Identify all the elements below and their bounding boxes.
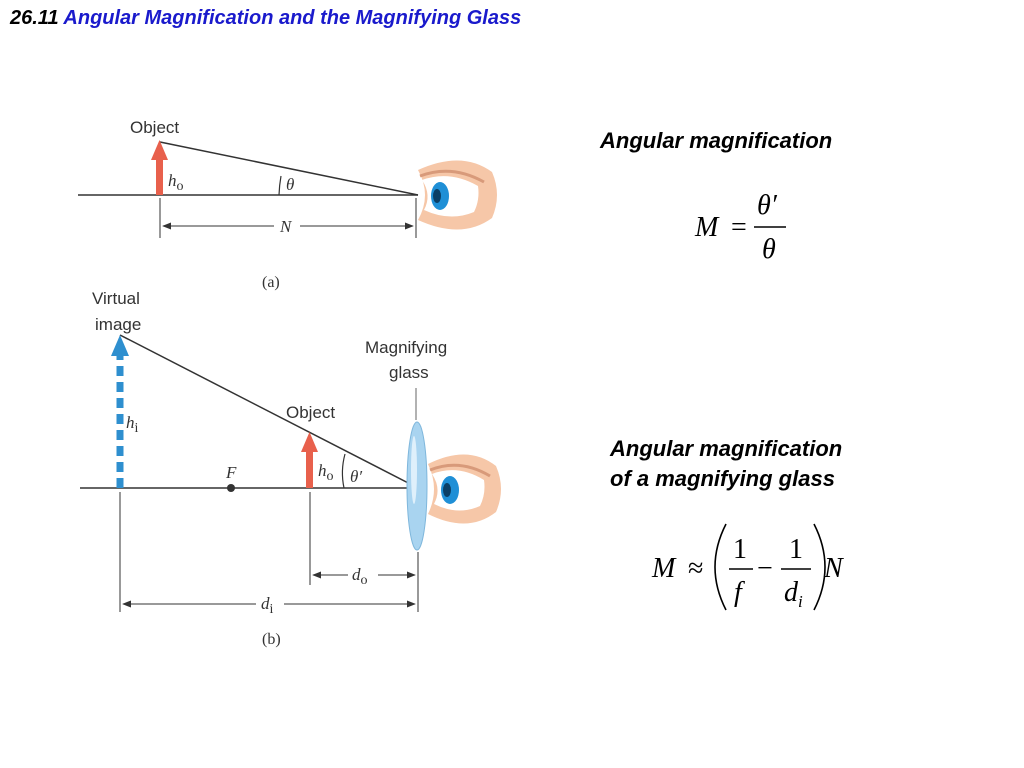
angular-magnification-equation: M = θ′ θ bbox=[694, 190, 786, 265]
virtual-image-label-2: image bbox=[95, 315, 141, 334]
ray-a bbox=[159, 141, 419, 196]
ray-b bbox=[119, 334, 419, 489]
heading-1-text: Angular magnification bbox=[600, 128, 833, 153]
eq2-left-paren bbox=[714, 523, 727, 611]
eye-a bbox=[418, 160, 497, 230]
virtual-image-arrow bbox=[111, 335, 129, 488]
eq2-minus: − bbox=[757, 553, 773, 584]
object-height-label-b: ho bbox=[318, 461, 334, 484]
eq2-right-paren bbox=[813, 523, 826, 611]
eq2-one-a: 1 bbox=[733, 534, 747, 565]
eq1-numerator: θ′ bbox=[757, 190, 778, 221]
lens-label-1: Magnifying bbox=[365, 338, 447, 357]
object-arrow-a bbox=[151, 140, 168, 195]
title-text: Angular Magnification and the Magnifying… bbox=[63, 7, 522, 29]
theta-label-a: θ bbox=[286, 175, 294, 194]
angle-arc-a bbox=[278, 175, 282, 196]
angular-magnification-heading: Angular magnification bbox=[600, 126, 832, 156]
slide-title: 26.11 Angular Magnification and the Magn… bbox=[10, 6, 521, 30]
image-distance-label: di bbox=[261, 594, 274, 617]
eq2-approx: ≈ bbox=[688, 553, 703, 584]
figure-a: Object ho θ N (a) bbox=[78, 118, 497, 291]
caption-a: (a) bbox=[262, 274, 280, 291]
eq2-d: di bbox=[784, 577, 803, 611]
eq2-one-b: 1 bbox=[789, 534, 803, 565]
focal-point-label: F bbox=[225, 463, 237, 482]
object-arrow-b bbox=[301, 432, 318, 488]
theta-prime-label: θ′ bbox=[350, 467, 362, 486]
image-height-label: hi bbox=[126, 413, 139, 436]
object-distance-label: do bbox=[352, 565, 368, 588]
lens-label-2: glass bbox=[389, 363, 429, 382]
angle-arc-b bbox=[341, 453, 346, 489]
eq2-N: N bbox=[823, 553, 844, 584]
object-label-a: Object bbox=[130, 118, 179, 137]
distance-label-a: N bbox=[279, 217, 293, 236]
magnifying-lens bbox=[406, 421, 428, 551]
height-label-a: ho bbox=[168, 171, 184, 194]
object-label-b: Object bbox=[286, 403, 335, 422]
eq1-denominator: θ bbox=[762, 234, 776, 265]
focal-point bbox=[227, 484, 235, 492]
eq2-lhs: M bbox=[651, 553, 677, 584]
caption-b: (b) bbox=[262, 631, 281, 648]
virtual-image-label-1: Virtual bbox=[92, 289, 140, 308]
figure-b: Virtual image hi F Object ho θ′ Magnifyi… bbox=[80, 289, 501, 648]
eq1-lhs: M bbox=[694, 212, 720, 243]
magnifying-glass-equation: M ≈ 1 f − 1 di N bbox=[651, 523, 844, 611]
eye-b bbox=[428, 454, 501, 524]
eq2-f: f bbox=[734, 577, 745, 608]
magnifying-glass-heading: Angular magnification of a magnifying gl… bbox=[610, 434, 842, 494]
heading-2-line-2: of a magnifying glass bbox=[610, 466, 835, 491]
eq1-equals: = bbox=[731, 212, 747, 243]
section-number: 26.11 bbox=[10, 7, 59, 29]
heading-2-line-1: Angular magnification bbox=[610, 436, 843, 461]
